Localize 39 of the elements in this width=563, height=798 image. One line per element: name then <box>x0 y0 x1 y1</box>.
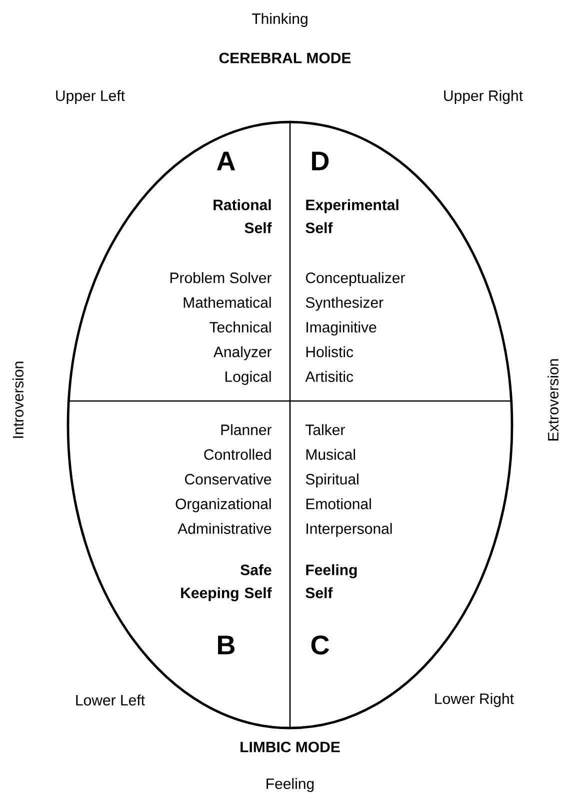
trait-label: Analyzer <box>213 346 272 360</box>
quadrant-heading: Experimental Self <box>306 199 398 234</box>
trait-label: Mathematical <box>184 296 271 308</box>
mode-label: CEREBRAL MODE <box>219 52 351 64</box>
axis-label: Thinking <box>252 13 308 27</box>
corner-label: Upper Left <box>56 90 125 104</box>
trait-label: Problem Solver <box>170 272 272 284</box>
mode-label: LIMBIC MODE <box>240 742 340 752</box>
quadrant-letter: A <box>216 152 236 170</box>
trait-label: Holistic <box>306 346 354 358</box>
trait-label: Conceptualizer <box>306 272 405 286</box>
axis-label: Introversion <box>12 362 24 438</box>
trait-label: Synthesizer <box>306 296 384 311</box>
trait-label: Planner <box>221 424 272 436</box>
quadrant-letter: C <box>311 635 329 655</box>
quadrant-heading: Feeling Self <box>306 564 357 598</box>
corner-label: Upper Right <box>444 90 523 104</box>
trait-label: Controlled <box>204 448 271 460</box>
quadrant-letter: D <box>312 152 329 170</box>
brain-ellipse <box>66 120 514 730</box>
trait-label: Talker <box>306 424 345 436</box>
corner-label: Lower Right <box>435 693 514 707</box>
trait-label: Administrative <box>178 522 272 534</box>
trait-label: Interpersonal <box>306 522 392 537</box>
axis-label: Feeling <box>266 778 314 792</box>
corner-label: Lower Left <box>76 694 145 706</box>
trait-label: Musical <box>306 448 356 460</box>
trait-label: Conservative <box>185 474 272 485</box>
quadrant-heading: Rational Self <box>214 199 272 234</box>
trait-label: Technical <box>210 322 271 333</box>
trait-label: Organizational <box>176 498 271 512</box>
axis-label: Extroversion <box>548 359 558 440</box>
trait-label: Imaginitive <box>306 322 376 336</box>
quadrant-letter: B <box>218 636 235 654</box>
trait-label: Logical <box>226 370 271 385</box>
trait-label: Emotional <box>306 498 371 510</box>
trait-label: Spiritual <box>306 474 358 488</box>
trait-label: Artisitic <box>305 370 354 382</box>
quadrant-heading: Safe Keeping Self <box>181 564 272 602</box>
